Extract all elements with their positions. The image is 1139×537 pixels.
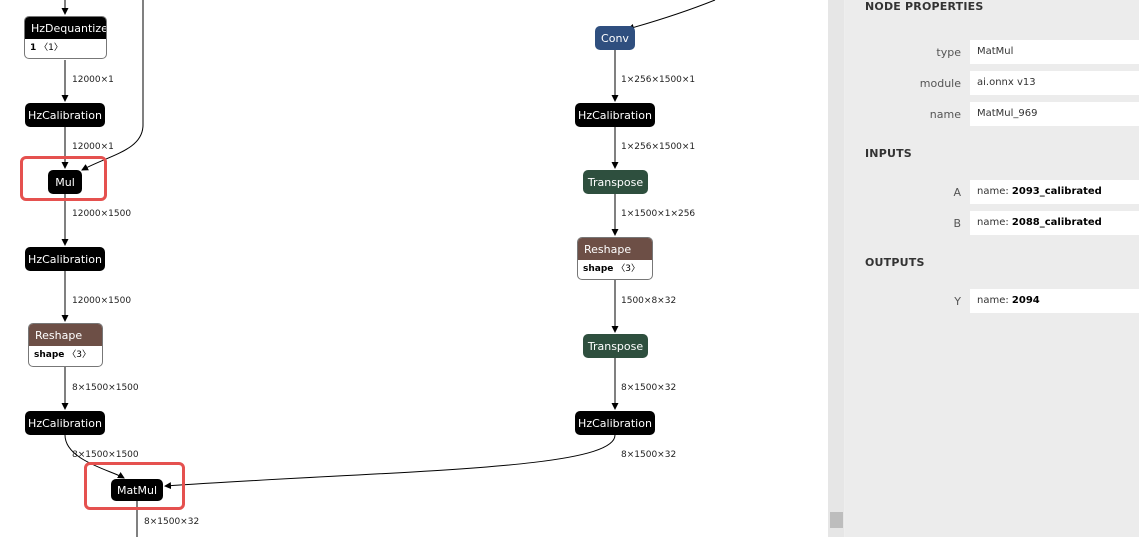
graph-canvas[interactable]: HzDequantize 1 〈1〉 12000×1 HzCalibration… xyxy=(0,0,828,537)
highlight-box-matmul xyxy=(84,462,185,510)
output-key-y: Y xyxy=(954,295,961,308)
node-reshape[interactable]: Reshape shape 〈3〉 xyxy=(577,237,653,280)
input-key-a: A xyxy=(953,186,961,199)
edge-label: 12000×1 xyxy=(72,75,114,85)
graph-edges xyxy=(61,0,716,537)
node-title: HzCalibration xyxy=(28,416,102,430)
node-title: Reshape xyxy=(578,238,652,260)
outputs-title: OUTPUTS xyxy=(865,256,925,269)
node-attr: 1 〈1〉 xyxy=(30,43,63,53)
node-title: Transpose xyxy=(587,175,644,189)
edge-top-to-conv xyxy=(627,0,716,31)
output-value-y[interactable]: name: 2094 xyxy=(970,289,1139,313)
node-reshape[interactable]: Reshape shape 〈3〉 xyxy=(28,323,103,367)
node-title: Transpose xyxy=(587,339,644,353)
prop-value-name[interactable]: MatMul_969 xyxy=(970,102,1139,126)
node-title: HzCalibration xyxy=(578,108,652,122)
edge-label: 12000×1500 xyxy=(72,296,132,306)
edge-label: 8×1500×32 xyxy=(621,450,677,460)
edge-label: 12000×1 xyxy=(72,142,114,152)
edge-label: 12000×1500 xyxy=(72,209,132,219)
node-hzcalibration[interactable]: HzCalibration xyxy=(575,411,655,435)
node-hzcalibration[interactable]: HzCalibration xyxy=(25,411,105,435)
node-properties-panel: NODE PROPERTIES type MatMul module ai.on… xyxy=(828,0,1139,537)
node-title: HzCalibration xyxy=(28,252,102,266)
node-title: Mul xyxy=(55,175,75,189)
prop-key-module: module xyxy=(919,77,961,90)
edge-label: 1×1500×1×256 xyxy=(621,209,696,219)
node-attr: shape 〈3〉 xyxy=(34,350,91,360)
prop-key-type: type xyxy=(936,46,961,59)
node-transpose[interactable]: Transpose xyxy=(583,170,648,194)
node-transpose[interactable]: Transpose xyxy=(583,334,648,358)
input-value-b[interactable]: name: 2088_calibrated xyxy=(970,211,1139,235)
edge-label: 8×1500×1500 xyxy=(72,383,139,393)
node-matmul[interactable]: MatMul xyxy=(111,479,163,501)
panel-scrollbar-thumb[interactable] xyxy=(830,512,843,528)
input-key-b: B xyxy=(953,217,961,230)
node-title: MatMul xyxy=(116,483,158,497)
edge-label: 8×1500×32 xyxy=(144,517,200,527)
node-conv[interactable]: Conv xyxy=(595,26,635,50)
edge-label: 8×1500×32 xyxy=(621,383,677,393)
prop-value-module[interactable]: ai.onnx v13 xyxy=(970,71,1139,95)
node-mul[interactable]: Mul xyxy=(48,170,82,194)
edge-label: 1×256×1500×1 xyxy=(621,75,696,85)
node-hzcalibration[interactable]: HzCalibration xyxy=(575,103,655,127)
panel-content: NODE PROPERTIES type MatMul module ai.on… xyxy=(845,0,1139,537)
node-title: Conv xyxy=(601,31,629,45)
inputs-title: INPUTS xyxy=(865,147,912,160)
prop-value-type[interactable]: MatMul xyxy=(970,40,1139,64)
node-title: HzCalibration xyxy=(578,416,652,430)
node-hzcalibration[interactable]: HzCalibration xyxy=(25,103,105,127)
node-title: Reshape xyxy=(29,324,102,346)
prop-key-name: name xyxy=(929,108,961,121)
edge-hzcal-to-matmul xyxy=(164,434,616,490)
node-properties-title: NODE PROPERTIES xyxy=(865,0,984,13)
node-hzcalibration[interactable]: HzCalibration xyxy=(25,247,105,271)
edge-label: 8×1500×1500 xyxy=(72,450,139,460)
highlight-box-mul xyxy=(20,156,107,201)
node-title: HzDequantize xyxy=(25,17,106,39)
edge-label: 1×256×1500×1 xyxy=(621,142,696,152)
edge-top-to-mul xyxy=(81,0,144,171)
node-title: HzCalibration xyxy=(28,108,102,122)
edge-label: 1500×8×32 xyxy=(621,296,677,306)
node-attr: shape 〈3〉 xyxy=(583,264,640,274)
input-value-a[interactable]: name: 2093_calibrated xyxy=(970,180,1139,204)
panel-scrollbar[interactable] xyxy=(828,0,844,537)
node-hzdequantize[interactable]: HzDequantize 1 〈1〉 xyxy=(24,16,107,59)
